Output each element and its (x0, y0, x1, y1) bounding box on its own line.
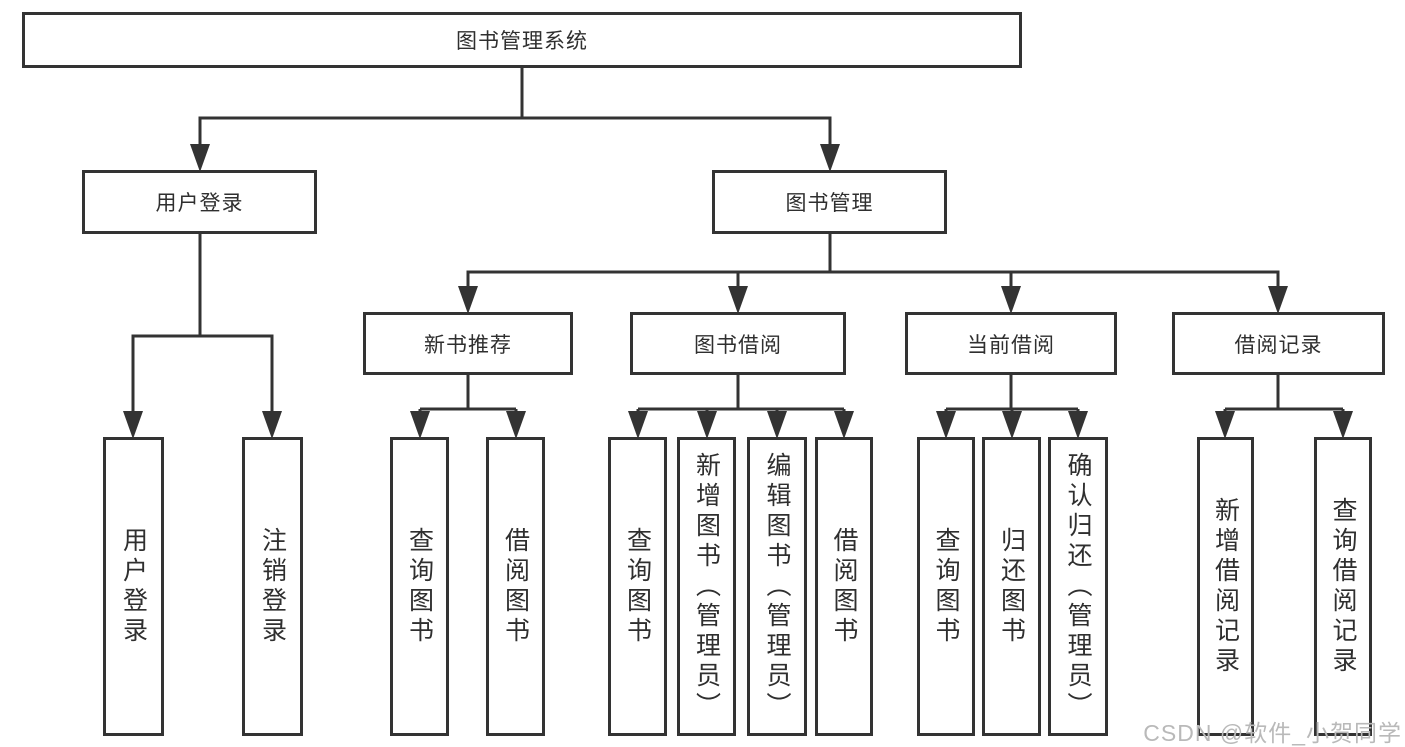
leaf-confirm-return-admin: 确认归还（管理员） (1048, 437, 1108, 736)
leaf-confirm-return-admin-label: 确认归还（管理员） (1064, 451, 1092, 722)
node-borrow-records: 借阅记录 (1172, 312, 1385, 375)
node-book-management: 图书管理 (712, 170, 947, 234)
csdn-watermark: CSDN @软件_小贺同学 (1143, 720, 1402, 746)
leaf-query-books-current: 查询图书 (917, 437, 975, 736)
node-new-book-recommend-label: 新书推荐 (424, 333, 512, 357)
leaf-query-borrow-record: 查询借阅记录 (1314, 437, 1372, 736)
node-root: 图书管理系统 (22, 12, 1022, 68)
node-book-management-label: 图书管理 (785, 192, 874, 215)
leaf-return-books: 归还图书 (982, 437, 1041, 736)
leaf-query-books-recommend-label: 查询图书 (405, 526, 434, 647)
leaf-add-books-admin-label: 新增图书（管理员） (692, 451, 721, 722)
node-book-borrow-label: 图书借阅 (694, 333, 782, 357)
leaf-edit-books-admin: 编辑图书（管理员） (747, 437, 807, 736)
node-new-book-recommend: 新书推荐 (363, 312, 573, 375)
node-borrow-records-label: 借阅记录 (1234, 333, 1323, 357)
leaf-query-borrow-record-label: 查询借阅记录 (1329, 496, 1357, 677)
node-current-borrow-label: 当前借阅 (967, 333, 1055, 357)
leaf-query-books-borrow-label: 查询图书 (623, 526, 652, 647)
leaf-borrow-books-recommend: 借阅图书 (486, 437, 545, 736)
leaf-logout-label: 注销登录 (258, 526, 287, 647)
node-user-login: 用户登录 (82, 170, 317, 234)
leaf-add-borrow-record-label: 新增借阅记录 (1211, 496, 1240, 677)
leaf-user-login-label: 用户登录 (119, 526, 148, 647)
leaf-query-books-current-label: 查询图书 (932, 526, 960, 647)
leaf-edit-books-admin-label: 编辑图书（管理员） (763, 451, 791, 722)
leaf-add-books-admin: 新增图书（管理员） (677, 437, 736, 736)
leaf-add-borrow-record: 新增借阅记录 (1197, 437, 1254, 736)
node-root-label: 图书管理系统 (456, 30, 588, 53)
leaf-logout: 注销登录 (242, 437, 303, 736)
leaf-query-books-recommend: 查询图书 (390, 437, 449, 736)
node-user-login-label: 用户登录 (155, 192, 244, 215)
leaf-borrow-books-recommend-label: 借阅图书 (501, 526, 530, 647)
leaf-return-books-label: 归还图书 (997, 526, 1026, 647)
node-book-borrow: 图书借阅 (630, 312, 846, 375)
leaf-borrow-books: 借阅图书 (815, 437, 873, 736)
node-current-borrow: 当前借阅 (905, 312, 1117, 375)
leaf-borrow-books-label: 借阅图书 (830, 526, 858, 647)
leaf-user-login: 用户登录 (103, 437, 164, 736)
leaf-query-books-borrow: 查询图书 (608, 437, 667, 736)
